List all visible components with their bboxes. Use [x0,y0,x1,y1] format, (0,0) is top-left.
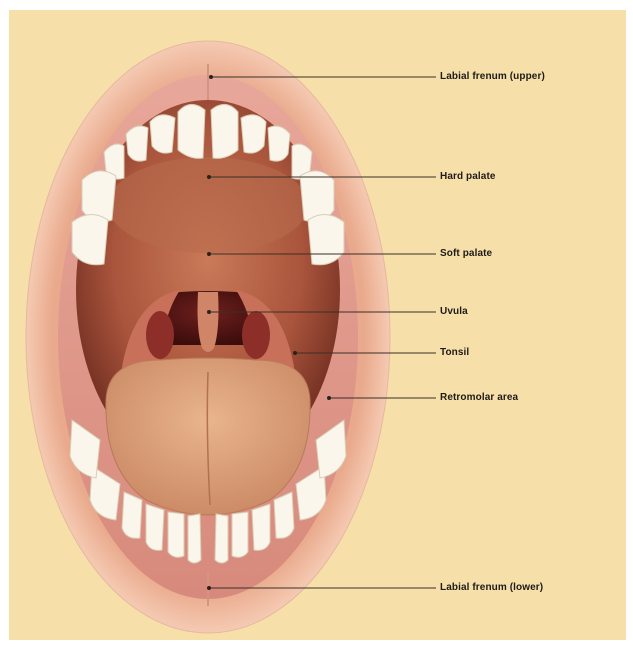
label-labial-frenum-upper: Labial frenum (upper) [440,71,545,83]
label-retromolar-area: Retromolar area [440,392,518,404]
tonsil-left [146,311,174,359]
label-labial-frenum-lower: Labial frenum (lower) [440,582,543,594]
hard-palate-area [108,157,308,253]
label-uvula: Uvula [440,306,468,318]
tonsil-right [242,311,270,359]
label-soft-palate: Soft palate [440,248,492,260]
label-hard-palate: Hard palate [440,171,496,183]
uvula-shape [198,292,219,352]
label-tonsil: Tonsil [440,347,469,359]
